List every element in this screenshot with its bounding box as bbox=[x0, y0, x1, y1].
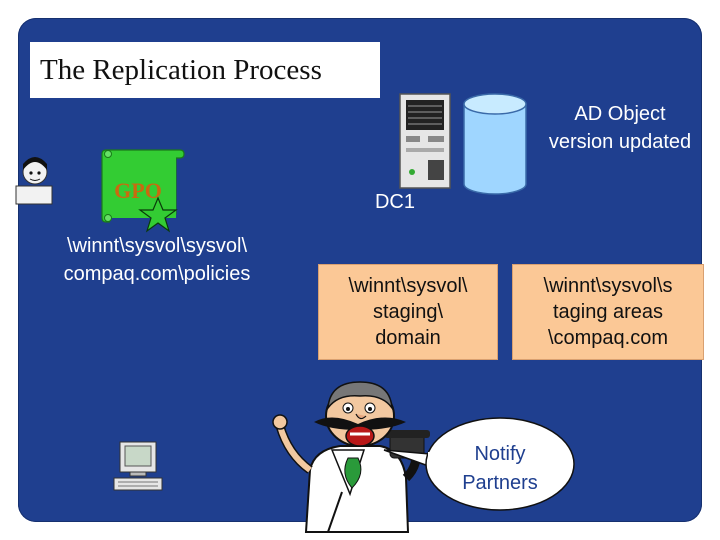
staging-box-line1: \winnt\sysvol\ bbox=[348, 275, 468, 297]
version-updated-label: version updated bbox=[548, 131, 692, 153]
slide-title: The Replication Process bbox=[40, 54, 322, 86]
staging-domain-box: \winnt\sysvol\ staging\ domain bbox=[318, 264, 498, 360]
speech-bubble-icon bbox=[383, 417, 575, 511]
staging-box-line3: domain bbox=[375, 327, 441, 349]
server-icon bbox=[399, 93, 451, 189]
dc-label: DC1 bbox=[374, 191, 415, 213]
staging-areas-line1: \winnt\sysvol\s bbox=[543, 275, 673, 297]
star-icon bbox=[138, 196, 178, 233]
user-icon bbox=[15, 157, 53, 205]
gpo-label: GPO bbox=[114, 178, 162, 203]
staging-box-line2: staging\ bbox=[372, 301, 444, 323]
partners-label: Partners bbox=[462, 472, 538, 494]
ad-object-label: AD Object bbox=[574, 103, 666, 125]
database-cylinder-icon bbox=[463, 93, 527, 195]
sysvol-path-line1: \winnt\sysvol\sysvol\ bbox=[66, 235, 248, 257]
staging-areas-line2: taging areas bbox=[552, 301, 664, 323]
staging-areas-box: \winnt\sysvol\s taging areas \compaq.com bbox=[512, 264, 704, 360]
staging-areas-line3: \compaq.com bbox=[547, 327, 669, 349]
announcer-figure-icon bbox=[272, 381, 430, 533]
title-bar bbox=[30, 42, 380, 98]
workstation-icon bbox=[113, 441, 163, 491]
sysvol-path-line2: compaq.com\policies bbox=[63, 263, 251, 285]
notify-label: Notify bbox=[474, 443, 526, 465]
scroll-icon bbox=[101, 149, 185, 223]
